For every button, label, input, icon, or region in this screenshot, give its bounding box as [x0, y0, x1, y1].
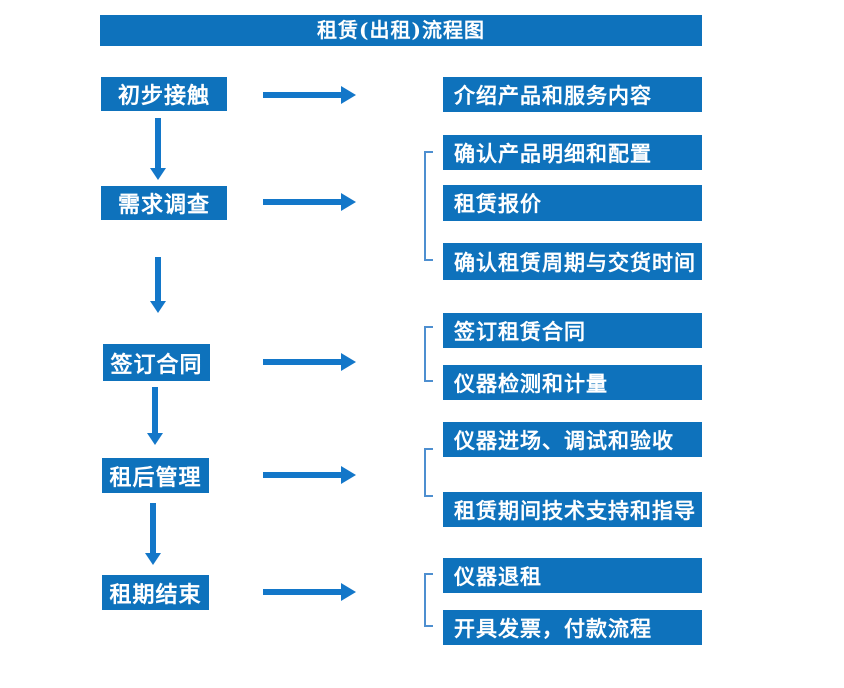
detail-box-tech-support: 租赁期间技术支持和指导	[443, 492, 702, 527]
detail-box-instrument-testing: 仪器检测和计量	[443, 365, 702, 400]
arrow-right-icon	[263, 199, 341, 205]
arrow-down-icon	[152, 387, 158, 433]
detail-box-rental-quote: 租赁报价	[443, 185, 702, 221]
step-box-sign-contract: 签订合同	[103, 344, 210, 381]
group-bracket-icon	[424, 448, 433, 497]
group-bracket-icon	[424, 151, 433, 261]
detail-box-instrument-return: 仪器退租	[443, 558, 702, 593]
step-box-rental-period-end: 租期结束	[102, 575, 209, 610]
arrow-right-icon	[263, 359, 341, 365]
detail-box-introduce-products: 介绍产品和服务内容	[443, 77, 702, 112]
arrow-down-icon	[155, 118, 161, 168]
step-box-initial-contact: 初步接触	[101, 77, 227, 111]
arrow-down-icon	[155, 257, 161, 301]
arrow-right-icon	[263, 472, 341, 478]
detail-box-instrument-arrival: 仪器进场、调试和验收	[443, 422, 702, 457]
group-bracket-icon	[424, 326, 433, 382]
arrow-down-icon	[150, 503, 156, 553]
detail-box-confirm-product-details: 确认产品明细和配置	[443, 135, 702, 170]
detail-box-invoice-payment: 开具发票，付款流程	[443, 610, 702, 645]
detail-box-sign-rental-contract: 签订租赁合同	[443, 313, 702, 348]
diagram-title: 租赁(出租)流程图	[100, 15, 702, 46]
arrow-right-icon	[263, 589, 341, 595]
group-bracket-icon	[424, 573, 433, 627]
arrow-right-icon	[263, 92, 341, 98]
step-box-post-rental-management: 租后管理	[102, 458, 209, 493]
step-box-demand-survey: 需求调查	[101, 186, 227, 220]
detail-box-confirm-rental-period: 确认租赁周期与交货时间	[443, 243, 702, 280]
